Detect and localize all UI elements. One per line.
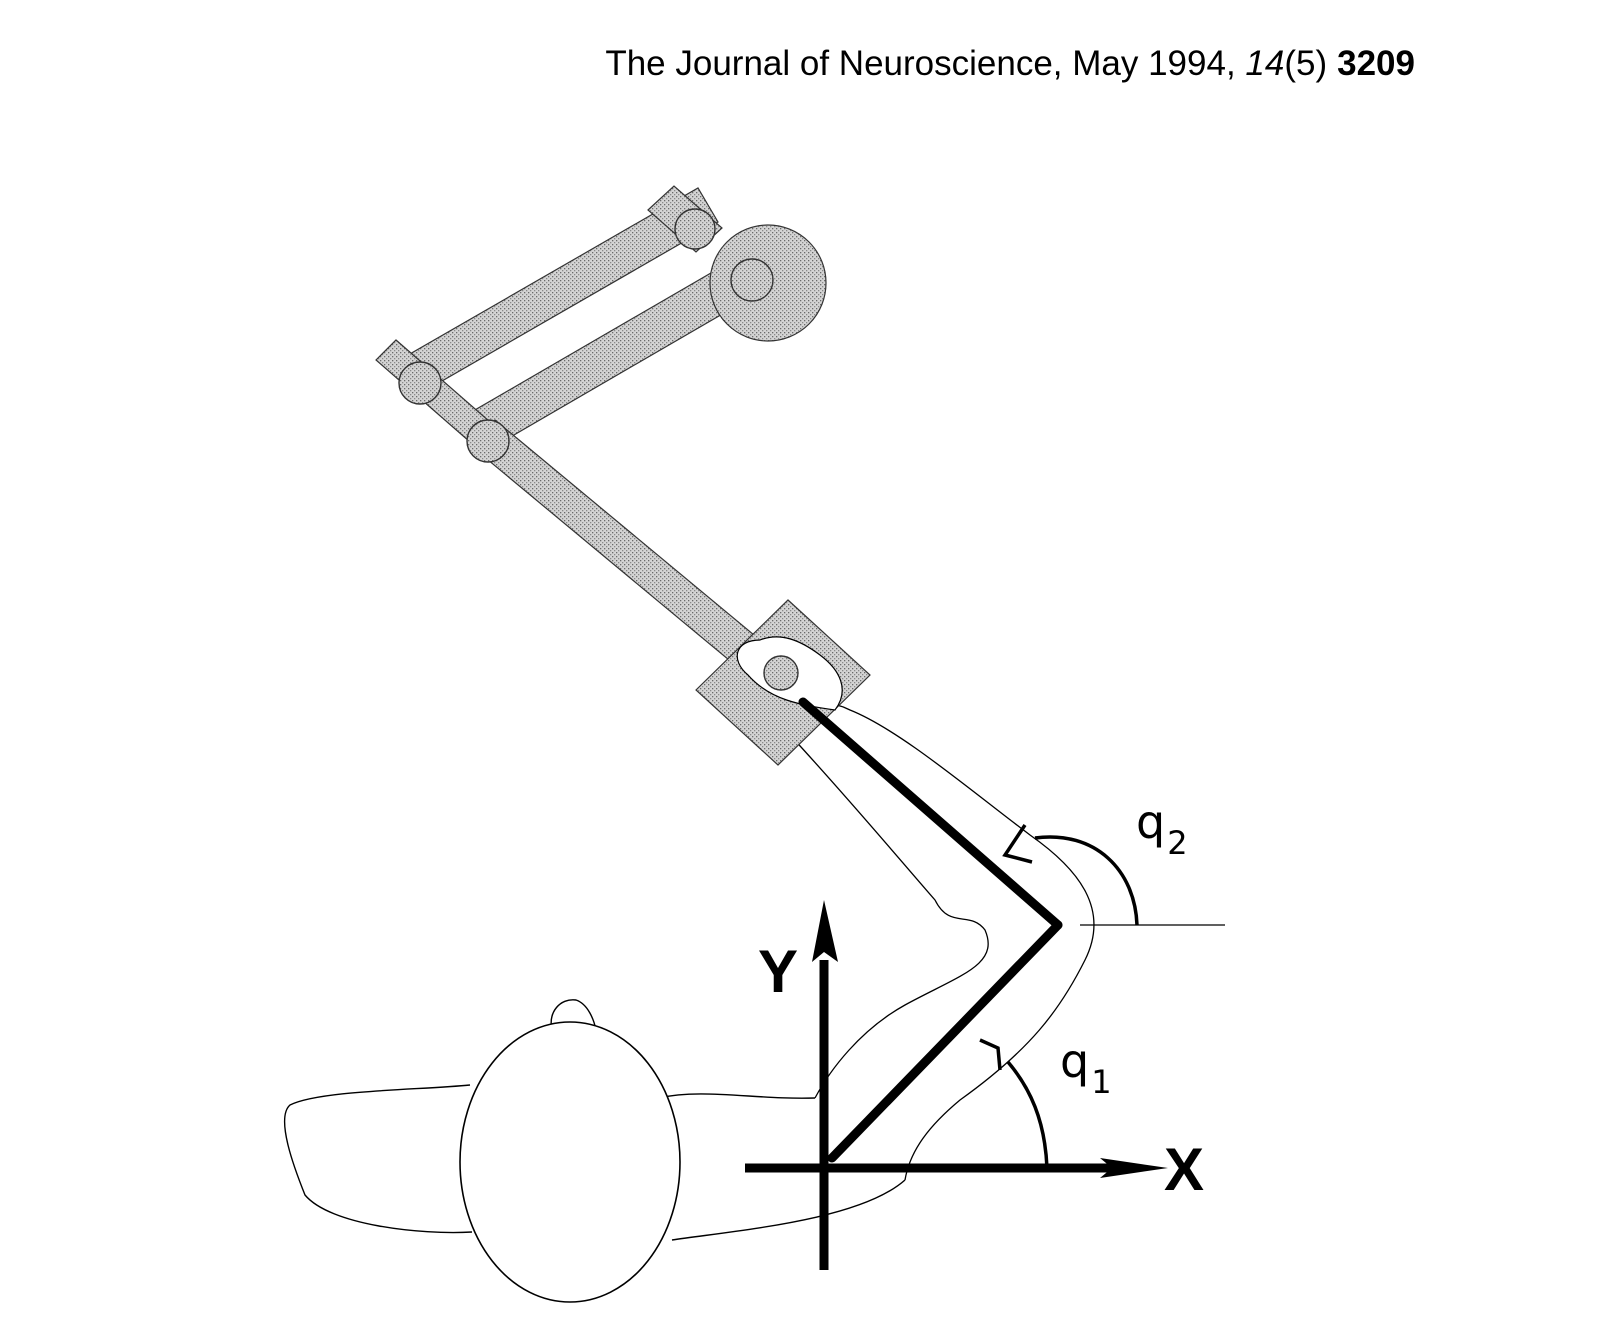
lower-body-outline	[671, 1179, 906, 1241]
shoulder-angle-arc	[1006, 1060, 1049, 1169]
forearm-segment	[798, 697, 1063, 930]
manipulandum-joint	[466, 419, 510, 463]
head-outline	[459, 1021, 681, 1303]
running-header: The Journal of Neuroscience, May 1994, 1…	[605, 40, 1415, 88]
shoulder-outline	[659, 1093, 816, 1099]
y-axis-label: Y	[758, 938, 798, 1005]
handle-joint	[763, 655, 799, 691]
volume-number: 14	[1245, 44, 1285, 83]
upper-arm-segment	[827, 920, 1063, 1163]
torso-outline	[283, 1084, 473, 1234]
nose-outline	[550, 999, 597, 1031]
shoulder-angle-label: q1	[1060, 1034, 1112, 1101]
manipulandum-joint	[398, 361, 442, 405]
issue-number: (5)	[1284, 44, 1328, 83]
elbow-angle-arrowhead	[1002, 824, 1033, 864]
elbow-angle-label: q2	[1136, 795, 1188, 862]
manipulandum-joint	[674, 208, 716, 250]
y-axis-arrow	[812, 900, 838, 962]
shoulder-angle-arrowhead	[979, 1038, 1002, 1071]
manipulandum-long-link	[469, 419, 761, 666]
manipulandum-joint	[730, 258, 774, 302]
page-number: 3209	[1337, 44, 1415, 83]
x-axis-label: X	[1164, 1136, 1204, 1203]
x-axis-arrow	[1100, 1158, 1168, 1178]
journal-citation: The Journal of Neuroscience, May 1994,	[605, 44, 1236, 83]
elbow-angle-arc	[1034, 835, 1139, 926]
